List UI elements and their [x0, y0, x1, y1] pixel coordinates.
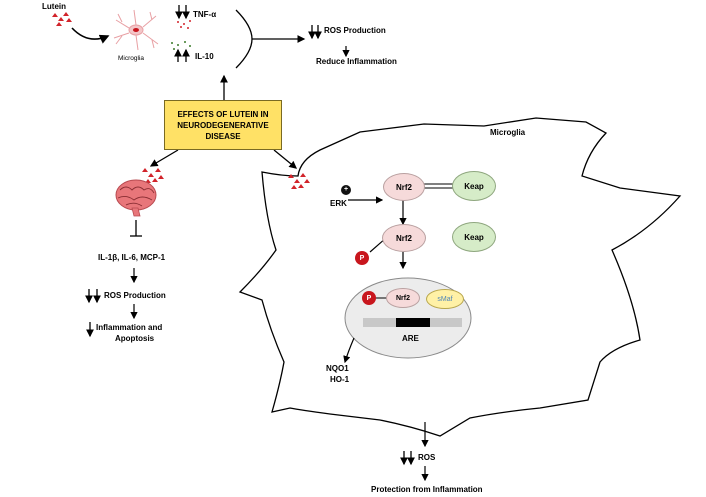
left-ros-label: ROS Production: [104, 291, 166, 300]
brain-icon: [115, 179, 157, 217]
nrf2-bound: Nrf2: [383, 173, 425, 201]
lutein-curved-arrow: [71, 27, 110, 44]
are-element: [396, 318, 430, 327]
il10-dots: [171, 41, 191, 50]
nrf2-nuclear: Nrf2: [386, 288, 420, 308]
left-ros-down-arrows: [85, 289, 101, 304]
phospho-circle-cytoplasm: P: [355, 251, 369, 265]
phospho-circle-nucleus: P: [362, 291, 376, 305]
lutein-label: Lutein: [42, 2, 66, 11]
lutein-particles-top: [52, 12, 72, 26]
protection-label: Protection from Inflammation: [371, 485, 483, 494]
nrf2-keap-bond: [424, 183, 454, 189]
microglia-nucleus: [133, 28, 139, 32]
erk-plus-label: +: [343, 186, 349, 193]
top-ros-label: ROS Production: [324, 26, 386, 35]
microglia-cell-outline: [238, 117, 682, 437]
tnf-dots: [177, 20, 191, 29]
nrf2-free: Nrf2: [382, 224, 426, 252]
ros-top-down-arrows: [308, 25, 322, 40]
summary-brace: [235, 9, 253, 69]
smaf-oval: sMaf: [426, 289, 464, 309]
central-title-box: EFFECTS OF LUTEIN IN NEURODEGENERATIVE D…: [164, 100, 282, 150]
cell-title-label: Microglia: [490, 128, 526, 137]
inhibition-bar: [130, 220, 142, 237]
lutein-particles-cell: [288, 173, 310, 189]
box-to-cell-arrow: [273, 149, 298, 169]
ho1-label: HO-1: [330, 375, 350, 384]
erk-plus-circle: [341, 185, 351, 195]
bottom-ros-down-arrows: [400, 451, 415, 466]
il10-label: IL-10: [195, 52, 214, 61]
il10-up-arrows: [174, 48, 190, 62]
nucleus-to-nqo1-arrow: [343, 337, 355, 364]
erk-label: ERK: [330, 199, 347, 208]
tnf-down-arrows: [175, 5, 190, 20]
inflammation-label-1: Inflammation and: [96, 323, 163, 332]
reduce-inflammation-label: Reduce Inflammation: [316, 57, 397, 66]
tnf-label: TNF-α: [193, 10, 217, 19]
lutein-particles-brain: [142, 168, 164, 183]
nqo1-label: NQO1: [326, 364, 349, 373]
bottom-ros-label: ROS: [418, 453, 436, 462]
microglia-small-label: Microglia: [118, 55, 145, 62]
box-to-brain-arrow: [149, 149, 179, 167]
are-label: ARE: [402, 334, 419, 343]
inflammation-label-2: Apoptosis: [115, 334, 155, 343]
cytokines-label: IL-1β, IL-6, MCP-1: [98, 253, 166, 262]
keap-free: Keap: [452, 222, 496, 252]
keap-bound: Keap: [452, 171, 496, 201]
